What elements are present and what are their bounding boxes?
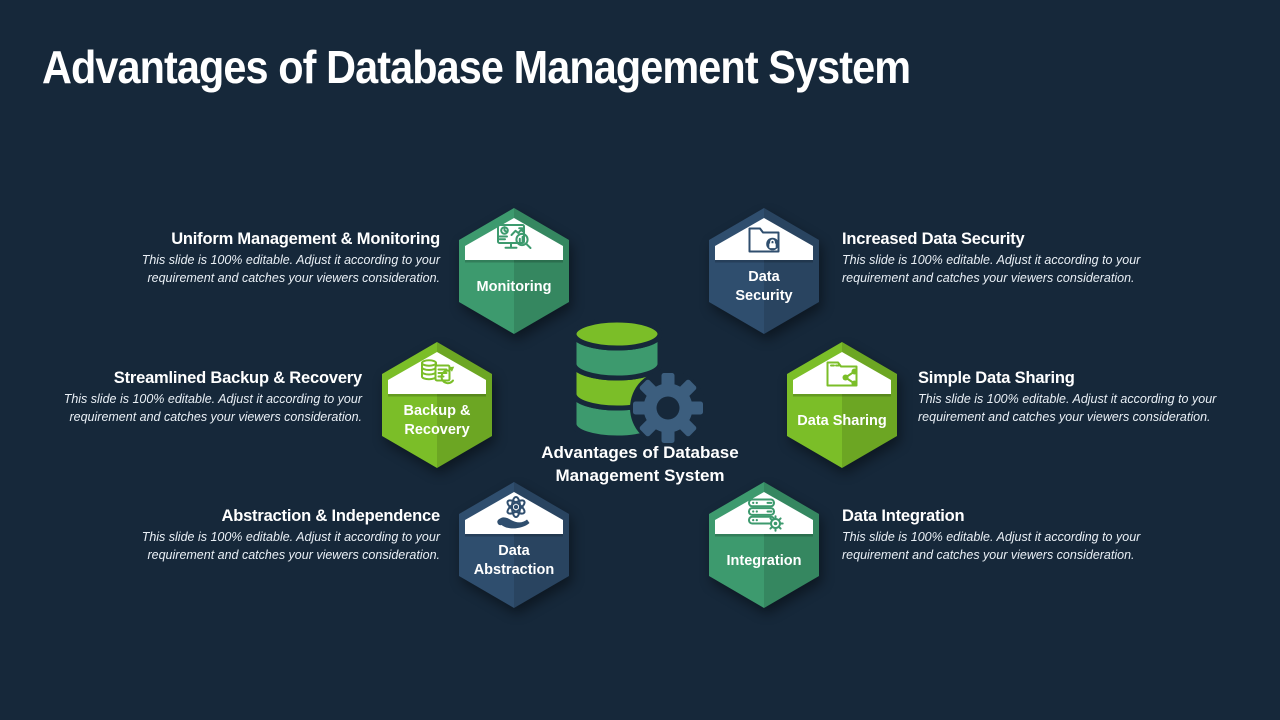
center-caption: Advantages of Database Management System: [541, 443, 739, 485]
advantage-description: This slide is 100% editable. Adjust it a…: [63, 392, 362, 424]
hexagon-badge: [459, 208, 569, 334]
advantage-hexagon-backup-recovery: Backup & Recovery: [381, 341, 493, 469]
folder-lock-icon: [748, 227, 780, 253]
page-title: Advantages of Database Management System: [42, 41, 911, 93]
monitor-analytics-icon: [497, 224, 532, 249]
advantage-heading: Streamlined Backup & Recovery: [113, 369, 362, 387]
server-gear-icon: [748, 498, 784, 532]
panel-shadow: [793, 394, 891, 397]
hexagon-label: Data Sharing: [797, 412, 887, 429]
advantage-hexagon-data-security: Data Security: [708, 207, 820, 335]
advantage-text-monitoring: Uniform Management & Monitoring This sli…: [140, 230, 441, 287]
database-gear-art: [571, 317, 706, 446]
hexagon-badge: [787, 342, 897, 468]
advantage-hexagon-integration: Integration: [708, 481, 820, 609]
hexagon-label: Data Security: [735, 269, 793, 304]
hexagon-white-panel: [465, 218, 563, 260]
hexagon-label: Data Abstraction: [473, 543, 555, 578]
hexagon-white-panel: [715, 218, 813, 260]
panel-shadow: [388, 394, 486, 397]
hexagon-label: Integration: [726, 552, 802, 569]
advantage-description: This slide is 100% editable. Adjust it a…: [842, 253, 1141, 285]
advantage-heading: Increased Data Security: [842, 230, 1025, 248]
hexagon-badge: [459, 482, 569, 608]
hexagon-label: Backup & Recovery: [403, 403, 471, 438]
advantage-description: This slide is 100% editable. Adjust it a…: [842, 530, 1141, 562]
advantage-heading: Simple Data Sharing: [918, 369, 1075, 387]
advantage-text-data-sharing: Simple Data Sharing This slide is 100% e…: [918, 369, 1218, 426]
hexagon-white-panel: [715, 492, 813, 534]
advantage-description: This slide is 100% editable. Adjust it a…: [141, 253, 440, 285]
advantage-heading: Data Integration: [842, 507, 965, 525]
advantage-text-data-abstraction: Abstraction & Independence This slide is…: [140, 507, 441, 564]
advantage-heading: Uniform Management & Monitoring: [171, 230, 440, 248]
panel-shadow: [465, 260, 563, 263]
center-graphic: [545, 312, 745, 452]
panel-shadow: [715, 260, 813, 263]
advantage-description: This slide is 100% editable. Adjust it a…: [918, 392, 1217, 424]
hexagon-badge: [709, 482, 819, 608]
advantage-text-data-integration: Data Integration This slide is 100% edit…: [842, 507, 1142, 564]
gear-icon: [630, 370, 706, 446]
folder-share-icon: [826, 361, 858, 387]
advantage-hexagon-data-sharing: Data Sharing: [786, 341, 898, 469]
advantage-description: This slide is 100% editable. Adjust it a…: [141, 530, 440, 562]
hexagon-badge: [709, 208, 819, 334]
panel-shadow: [465, 534, 563, 537]
advantage-hexagon-monitoring: Monitoring: [458, 207, 570, 335]
hand-atom-icon: [497, 496, 530, 529]
panel-shadow: [715, 534, 813, 537]
hexagon-badge: [382, 342, 492, 468]
hexagon-white-panel: [793, 352, 891, 394]
advantage-text-backup-recovery: Streamlined Backup & Recovery This slide…: [62, 369, 363, 426]
advantage-heading: Abstraction & Independence: [221, 507, 440, 525]
database-restore-icon: [421, 359, 455, 385]
hexagon-label: Monitoring: [476, 278, 552, 295]
advantage-text-data-security: Increased Data Security This slide is 10…: [842, 230, 1142, 287]
advantage-hexagon-data-abstraction: Data Abstraction: [458, 481, 570, 609]
